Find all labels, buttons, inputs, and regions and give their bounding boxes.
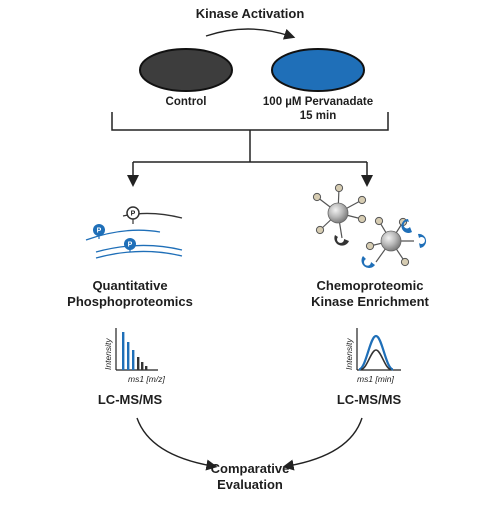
control-dish — [139, 48, 233, 92]
phospho-marker-blue-1: P — [93, 224, 105, 239]
spectrum-peak — [127, 342, 130, 370]
phospho-marker-blue-2: P — [124, 238, 136, 252]
chromatogram-peak-dark — [360, 349, 392, 371]
spectrum-peak — [137, 357, 140, 370]
chromatogram-y-label: Intensity — [344, 338, 354, 370]
spectrum-peak — [145, 366, 148, 370]
workflow-bracket — [111, 112, 389, 187]
spectrum-y-label: Intensity — [103, 338, 113, 370]
svg-text:P: P — [131, 211, 136, 218]
left-converge-arrow — [136, 417, 218, 471]
right-branch-title-1: Chemoproteomic — [317, 278, 424, 293]
kinobeads-illustration — [312, 183, 427, 269]
right-method-label: LC-MS/MS — [337, 392, 402, 407]
kinase-activation-title: Kinase Activation — [196, 6, 305, 21]
svg-text:P: P — [97, 228, 102, 235]
treated-dish — [271, 48, 365, 92]
left-method-label: LC-MS/MS — [98, 392, 163, 407]
treatment-label: 100 µM Pervanadate — [263, 96, 373, 108]
phospho-marker-dark: P — [126, 206, 140, 224]
left-branch-title-2: Phosphoproteomics — [67, 294, 193, 309]
right-converge-arrow — [282, 417, 363, 471]
control-label: Control — [166, 96, 207, 108]
ms1-chromatogram-plot: Intensity ms1 [min] — [344, 328, 401, 384]
spectrum-peak — [141, 362, 144, 370]
activation-arrow — [205, 28, 296, 40]
spectrum-peak — [132, 350, 135, 370]
chromatogram-peak-blue — [358, 334, 394, 371]
chromatogram-x-label: ms1 [min] — [357, 374, 394, 384]
svg-text:P: P — [128, 242, 133, 249]
phosphopeptides-illustration: P P P — [85, 206, 183, 259]
spectrum-x-label: ms1 [m/z] — [128, 374, 165, 384]
ms1-spectrum-plot: Intensity ms1 [m/z] — [103, 328, 165, 384]
right-branch-title-2: Kinase Enrichment — [311, 294, 429, 309]
result-title-2: Evaluation — [217, 477, 283, 492]
treatment-time-label: 15 min — [300, 110, 336, 122]
left-branch-title-1: Quantitative — [92, 278, 167, 293]
result-title-1: Comparative — [211, 461, 290, 476]
spectrum-peak — [122, 332, 125, 370]
